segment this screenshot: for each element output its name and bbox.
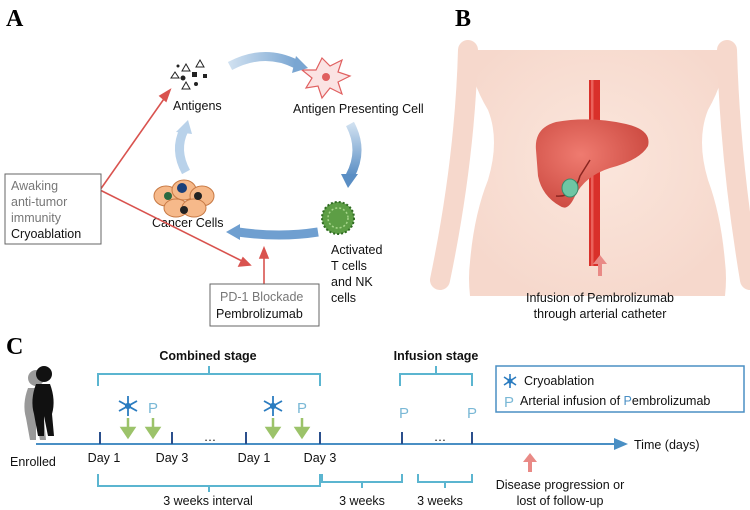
panel-c-letter: C — [6, 334, 23, 360]
awaking-line-2: anti-tumor — [11, 195, 67, 209]
antigens-label: Antigens — [173, 99, 222, 113]
ellipsis: … — [204, 430, 217, 444]
timeline-axis — [36, 432, 628, 450]
snowflake-icon — [503, 374, 517, 388]
activated-label-3: and NK — [331, 275, 373, 289]
activated-label-2: T cells — [331, 259, 367, 273]
legend: Cryoablation P Arterial infusion of Pemb… — [495, 365, 745, 413]
red-connectors — [99, 88, 270, 284]
panel-b-letter: B — [455, 6, 471, 32]
green-arrows — [119, 418, 311, 440]
awaking-box — [4, 173, 102, 245]
time-axis-label: Time (days) — [634, 438, 700, 452]
p-marker: P — [467, 405, 477, 422]
cancer-cells-icon — [153, 179, 215, 218]
awaking-line-1: Awaking — [11, 179, 58, 193]
legend-p-marker: P — [504, 394, 514, 411]
day-label: Day 3 — [304, 451, 337, 465]
combined-stage-label: Combined stage — [159, 349, 256, 363]
antigen-presenting-cell-icon — [300, 56, 352, 100]
top-brackets — [97, 366, 473, 386]
day-label: Day 3 — [156, 451, 189, 465]
p-marker: P — [297, 400, 307, 417]
infusion-label-2: through arterial catheter — [534, 307, 667, 321]
liver-icon — [535, 119, 649, 208]
legend-arterial: Arterial infusion of Pembrolizumab — [520, 394, 710, 408]
catheter-arrow — [593, 255, 607, 276]
cycle-arrows — [175, 51, 362, 240]
infusion-stage-label: Infusion stage — [394, 349, 479, 363]
weeks-label: 3 weeks — [417, 494, 463, 508]
progression-label-2: lost of follow-up — [517, 494, 604, 508]
progression-label-1: Disease progression or — [496, 478, 625, 492]
snowflake-icon — [118, 396, 138, 416]
enrolled-label: Enrolled — [10, 455, 56, 469]
day-label: Day 1 — [88, 451, 121, 465]
snowflake-icon — [263, 396, 283, 416]
progression-arrow — [523, 453, 537, 472]
awaking-line-3: immunity — [11, 211, 62, 225]
bottom-brackets — [97, 474, 473, 492]
p-marker: P — [399, 405, 409, 422]
ellipsis: … — [434, 430, 447, 444]
panel-a-letter: A — [6, 6, 24, 32]
activated-label-4: cells — [331, 291, 356, 305]
legend-cryoablation: Cryoablation — [524, 374, 594, 388]
pembrolizumab-label: Pembrolizumab — [216, 307, 303, 321]
weeks-label: 3 weeks — [339, 494, 385, 508]
interval-label: 3 weeks interval — [163, 494, 253, 508]
activated-label-1: Activated — [331, 243, 382, 257]
patient-icon — [24, 366, 54, 440]
activated-t-cell-icon — [321, 201, 355, 235]
pd1-box — [209, 283, 320, 327]
day-label: Day 1 — [238, 451, 271, 465]
cryoablation-label: Cryoablation — [11, 227, 81, 241]
pd1-blockade-label: PD-1 Blockade — [220, 290, 303, 304]
apc-label: Antigen Presenting Cell — [293, 102, 424, 116]
infusion-label-1: Infusion of Pembrolizumab — [526, 291, 674, 305]
antigens-icon — [170, 58, 207, 90]
p-marker: P — [148, 400, 158, 417]
cancer-cells-label: Cancer Cells — [152, 216, 224, 230]
